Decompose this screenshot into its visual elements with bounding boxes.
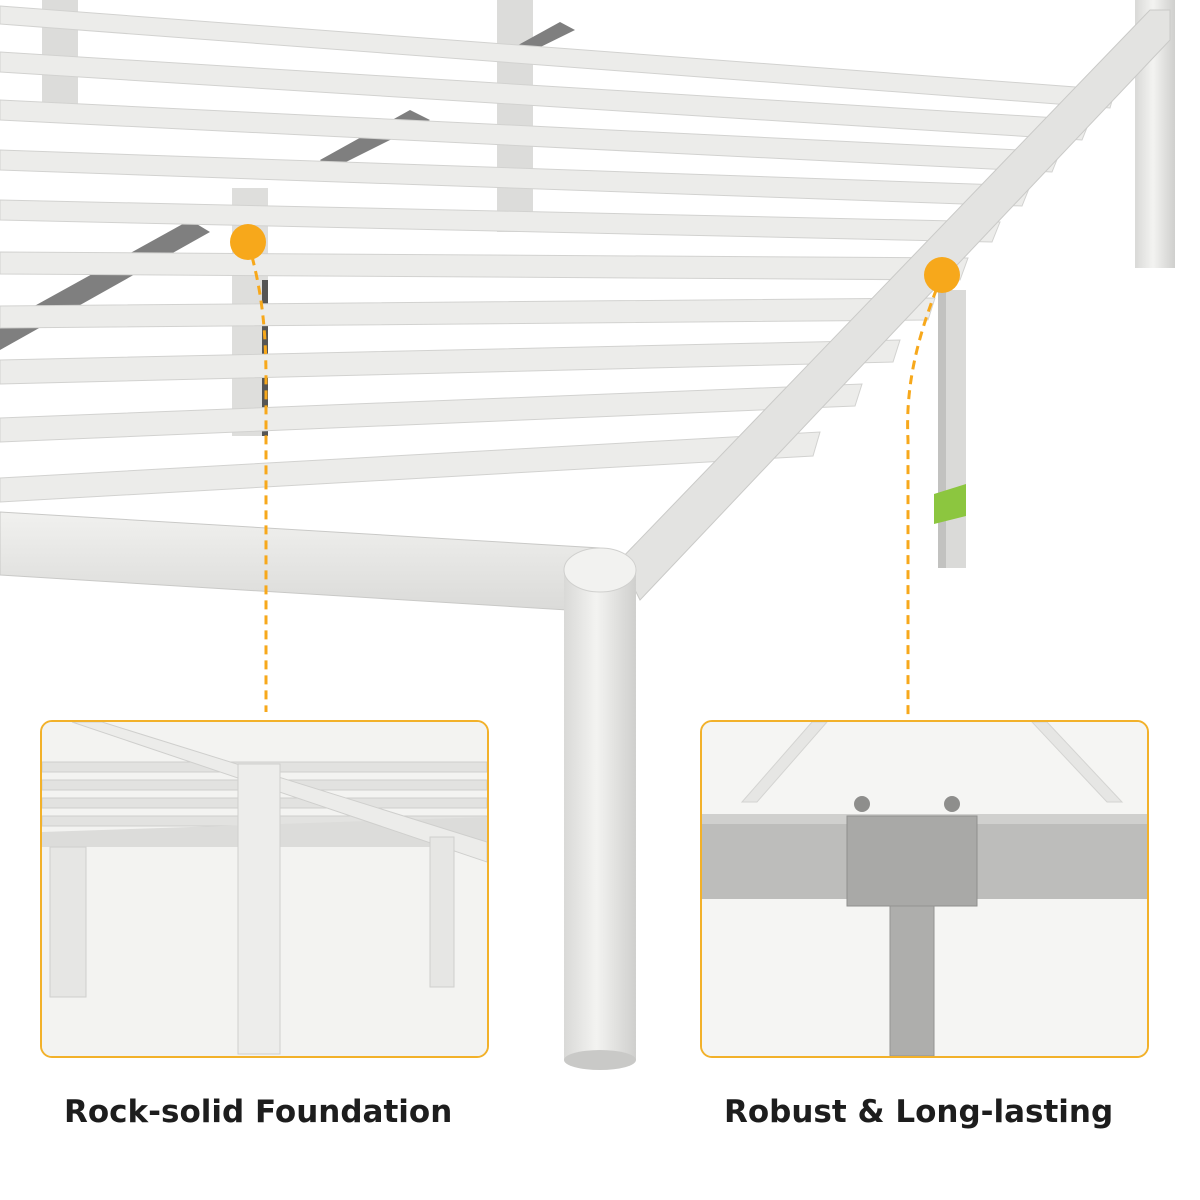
caption-right: Robust & Long-lasting — [724, 1094, 1114, 1130]
callout-dot-right — [924, 257, 960, 293]
bolt-icon — [944, 796, 960, 812]
corner-leg — [563, 547, 637, 1070]
side-support-leg — [934, 290, 966, 568]
callout-line-left — [246, 241, 268, 712]
bolt-icon — [854, 796, 870, 812]
inset-foundation — [40, 720, 489, 1058]
slats — [0, 5, 1116, 503]
callout-dot-left — [230, 224, 266, 260]
front-rail — [0, 511, 601, 613]
center-leg-back — [497, 0, 533, 232]
inset-durability — [700, 720, 1149, 1058]
caption-left: Rock-solid Foundation — [64, 1094, 453, 1130]
callout-line-right — [906, 274, 944, 722]
side-rail — [619, 9, 1171, 601]
